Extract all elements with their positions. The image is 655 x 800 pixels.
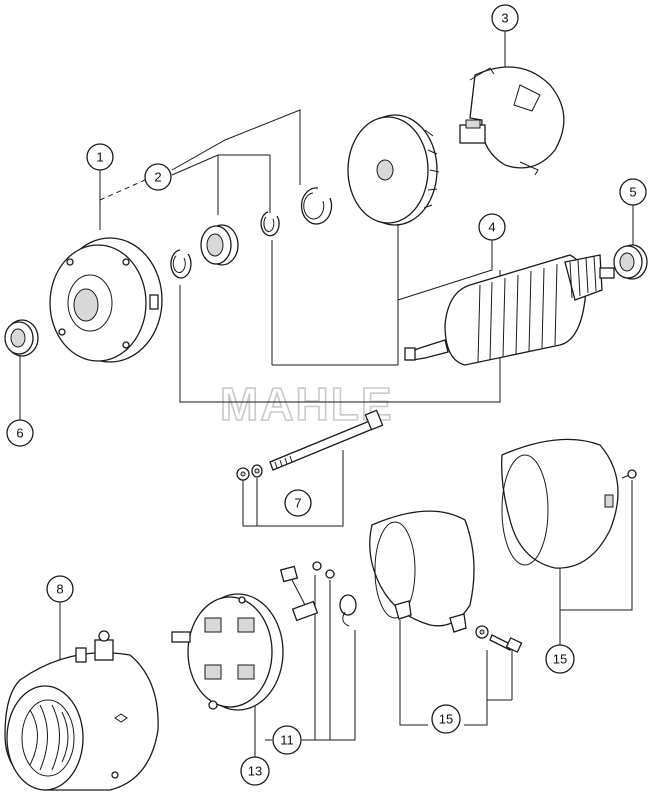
end-housing-part [49, 237, 163, 363]
bearing-part [200, 224, 239, 266]
brush-plate-cover-part [459, 66, 565, 176]
armature-bearing-part [613, 244, 648, 280]
svg-text:15: 15 [439, 712, 453, 727]
callout-4: 4 [478, 213, 506, 241]
armature-part [404, 254, 615, 366]
callout-13: 13 [240, 756, 270, 786]
svg-text:11: 11 [280, 733, 294, 748]
callout-11: 11 [272, 725, 302, 755]
screw-upper-part [621, 469, 637, 479]
brush-spring-part [339, 594, 357, 627]
svg-text:13: 13 [248, 764, 262, 779]
callout-3: 3 [491, 4, 519, 32]
washer-a-part [236, 467, 250, 481]
callout-15-upper: 15 [545, 644, 575, 674]
motor-housing-part [4, 630, 159, 791]
washer-b-part [251, 464, 263, 478]
callout-6: 6 [6, 419, 34, 447]
svg-text:3: 3 [501, 11, 508, 26]
cooling-fan-part [347, 114, 440, 226]
svg-text:15: 15 [553, 652, 567, 667]
svg-text:1: 1 [96, 150, 103, 165]
brush-holder-plate-part [171, 593, 284, 711]
clamp-nut-part [475, 625, 489, 639]
brush-screw-part [312, 561, 335, 579]
svg-text:5: 5 [629, 185, 636, 200]
callout-5: 5 [619, 178, 647, 206]
clamp-bolt-part [489, 634, 523, 653]
callout-15-lower: 15 [431, 704, 461, 734]
circlip-b-part [260, 211, 280, 237]
clamp-band-part [369, 510, 475, 633]
svg-text:7: 7 [294, 496, 301, 511]
brush-part [279, 565, 319, 622]
small-bearing-part [4, 319, 39, 357]
svg-text:8: 8 [56, 582, 63, 597]
svg-text:2: 2 [154, 170, 161, 185]
circlip-c-part [300, 187, 333, 225]
circlip-a-part [170, 249, 192, 279]
watermark-logo: MAHLE [220, 378, 394, 430]
housing-band-upper-part [501, 438, 619, 569]
callout-8: 8 [46, 575, 74, 603]
callout-2: 2 [144, 163, 172, 191]
svg-text:6: 6 [16, 426, 23, 441]
callout-7: 7 [284, 489, 312, 517]
callout-1: 1 [86, 143, 114, 171]
svg-text:4: 4 [488, 220, 495, 235]
tie-bolt-part [269, 409, 384, 471]
